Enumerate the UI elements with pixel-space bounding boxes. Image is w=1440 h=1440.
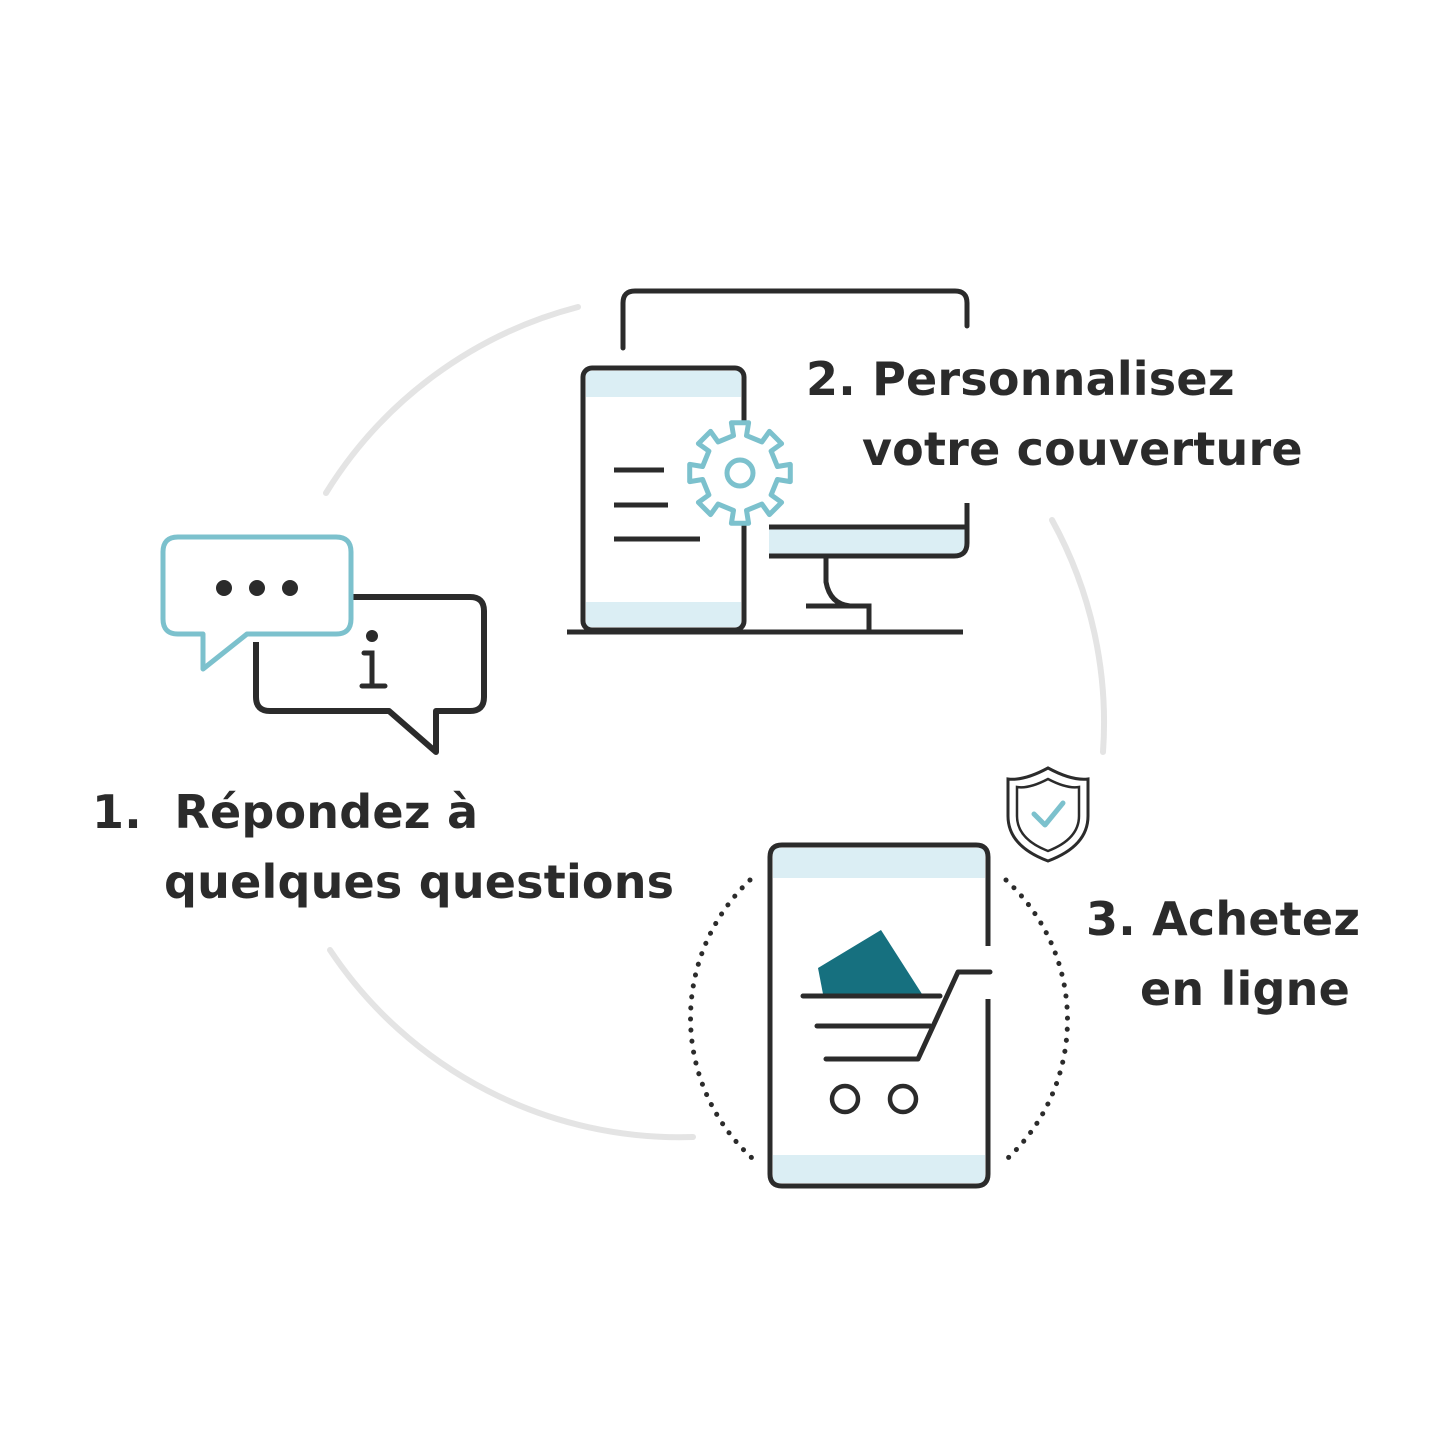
step-1-title-line-1: Répondez à [174, 785, 479, 839]
step-2-line-1: 2. Personnalisez [806, 344, 1303, 414]
info-icon [359, 630, 388, 689]
shopping-cart-icon [800, 930, 993, 1115]
step-2-title-line-2: votre couverture [862, 422, 1303, 476]
step-3-title-line-1: Achetez [1152, 892, 1361, 946]
step-3-label: 3. Achetez en ligne [1086, 884, 1360, 1024]
step-2-number: 2. [806, 352, 856, 406]
step-1-line-1: 1. Répondez à [92, 777, 674, 847]
step-2-title-line-1: Personnalisez [872, 352, 1235, 406]
typing-bubble-icon [160, 534, 354, 672]
shield-check-icon [1006, 766, 1090, 863]
dotted-arcs [688, 877, 1070, 1161]
monitor-icon [620, 288, 970, 630]
text-lines [614, 467, 700, 542]
info-bubble-icon [253, 594, 487, 755]
tablet-icon [580, 365, 747, 633]
dotted-arc-right [1003, 877, 1070, 1161]
tablet-shopping-cart-icon [688, 766, 1090, 1189]
dotted-arc-left [688, 877, 755, 1161]
step-2-label: 2. Personnalisez votre couverture [806, 344, 1303, 484]
ring-arc-top-left [323, 304, 581, 496]
ellipsis-icon [216, 580, 298, 596]
step-1-label: 1. Répondez à quelques questions [92, 777, 674, 917]
step-3-title-line-2: en ligne [1140, 962, 1350, 1016]
step-3-number: 3. [1086, 892, 1136, 946]
chat-bubbles-info-icon [160, 534, 487, 755]
step-1-number: 1. [92, 785, 142, 839]
cycle-ring [323, 304, 1108, 1141]
step-3-line-1: 3. Achetez [1086, 884, 1360, 954]
ring-arc-bottom-left [327, 947, 696, 1141]
monitor-tablet-gear-icon [567, 288, 970, 635]
step-1-title-line-2: quelques questions [164, 855, 675, 909]
gear-icon [687, 420, 793, 526]
ring-arc-right [1049, 517, 1108, 755]
card-icon [818, 930, 922, 994]
